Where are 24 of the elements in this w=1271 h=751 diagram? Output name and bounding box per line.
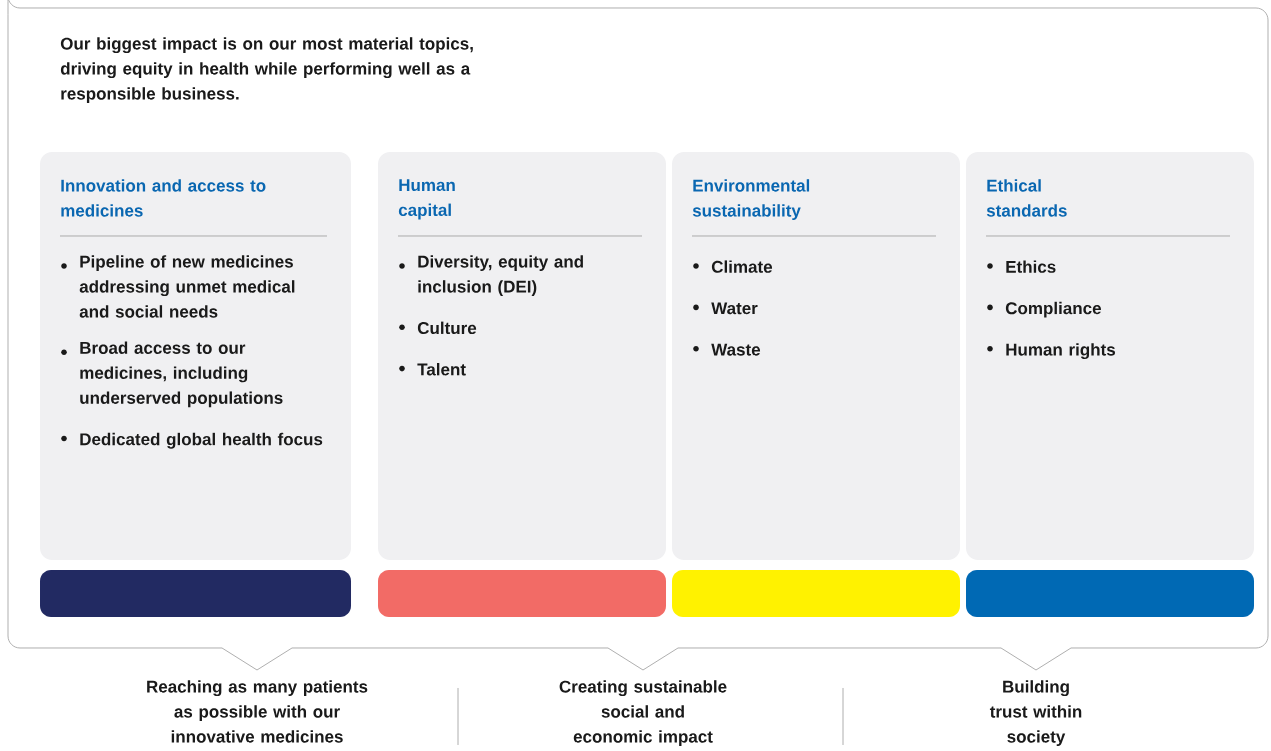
card-heading: Ethical standards: [986, 179, 1067, 217]
bullet-text: Diversity, equity and inclusion (DEI): [418, 255, 583, 297]
color-bar: [40, 570, 351, 617]
bullet-text: Dedicated global health focus: [80, 432, 323, 449]
card-heading: Environmental sustainability: [692, 179, 810, 221]
bullet-text: Compliance: [1005, 301, 1101, 318]
bullet-text: Pipeline of new medicines addressing unmet medical and social needs: [79, 255, 295, 318]
bullet-text: Climate: [711, 260, 773, 273]
color-bar: [378, 570, 666, 617]
bullet-text: Water: [711, 302, 758, 315]
bullet-text: Talent: [417, 363, 466, 376]
outcome-text: Building trust within society: [989, 680, 1082, 747]
card-heading: Innovation and access to medicines: [61, 179, 266, 217]
bullet-text: Broad access to our medicines, including underserved populations: [80, 341, 283, 408]
bullet-text: Human rights: [1006, 343, 1115, 360]
bullet-text: Culture: [417, 321, 477, 335]
color-bar: [672, 570, 960, 617]
card-heading: Human capital: [398, 179, 455, 220]
outcome-text: Creating sustainable social and economic impact: [559, 680, 727, 747]
bullet-text: Waste: [711, 343, 761, 356]
heading: Our biggest impact is on our most material topics, driving equity in health while performing well as a responsible business.: [60, 37, 473, 104]
outcome-text: Reaching as many patients as possible with our innovative medicines: [147, 680, 368, 743]
color-bar: [966, 570, 1254, 617]
bullet-text: Ethics: [1006, 260, 1056, 273]
